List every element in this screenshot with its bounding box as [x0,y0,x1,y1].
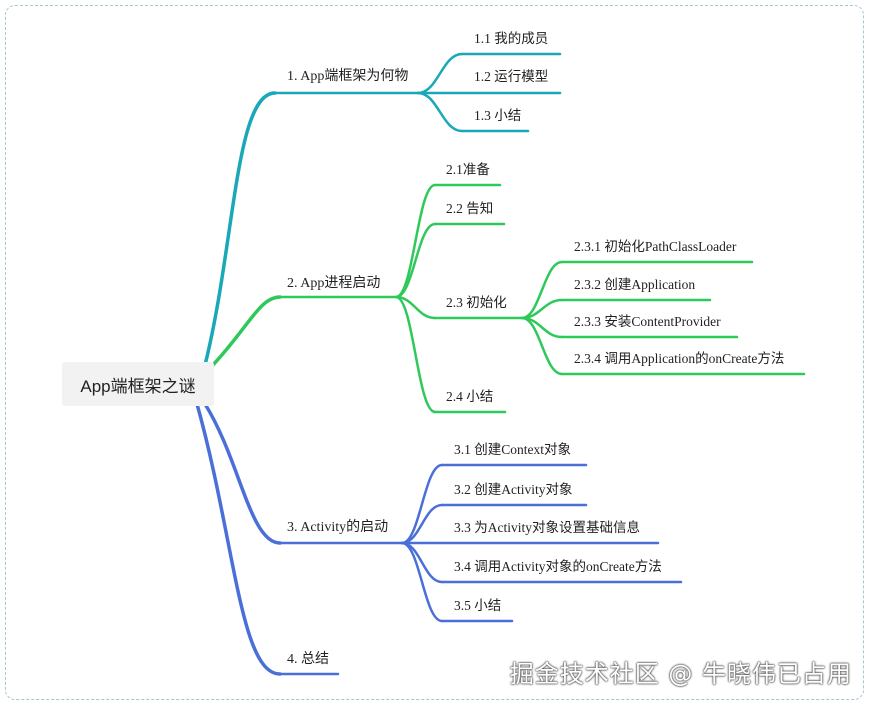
node-1-2[interactable]: 1.2 运行模型 [474,69,549,84]
branch-3-label[interactable]: 3. Activity的启动 [287,520,389,535]
node-3-1[interactable]: 3.1 创建Context对象 [454,442,571,457]
edge-root-3 [203,402,282,545]
diagram-frame [5,5,864,700]
root-node[interactable]: App端框架之谜 [62,362,214,406]
node-3-4[interactable]: 3.4 调用Activity对象的onCreate方法 [454,559,662,574]
node-3-2[interactable]: 3.2 创建Activity对象 [454,482,573,497]
edge-3-2 [400,503,444,545]
node-2-3-1[interactable]: 2.3.1 初始化PathClassLoader [574,239,737,254]
edge-1-3 [416,91,464,133]
node-3-3[interactable]: 3.3 为Activity对象设置基础信息 [454,520,640,535]
edge-3-4 [400,541,444,584]
edge-3-1 [400,463,444,545]
edge-2-1 [394,183,437,299]
node-1-1[interactable]: 1.1 我的成员 [474,31,549,46]
edge-root-4 [195,402,282,676]
watermark: 掘金技术社区 @ 牛晓伟已占用 [509,660,852,688]
edge-1-1 [416,52,464,95]
branch-2-label[interactable]: 2. App进程启动 [287,276,381,291]
node-2-3-2[interactable]: 2.3.2 创建Application [574,277,696,292]
branch-4-label[interactable]: 4. 总结 [287,652,329,667]
node-2-4[interactable]: 2.4 小结 [446,389,494,404]
node-3-5[interactable]: 3.5 小结 [454,598,502,613]
edge-3-5 [400,541,444,623]
node-1-3[interactable]: 1.3 小结 [474,108,522,123]
node-2-3-4[interactable]: 2.3.4 调用Application的onCreate方法 [574,351,785,366]
edge-root-2 [211,295,282,367]
node-2-2[interactable]: 2.2 告知 [446,201,494,216]
edge-2-3-4 [520,316,564,376]
node-2-3[interactable]: 2.3 初始化 [446,295,507,310]
node-2-3-3[interactable]: 2.3.3 安装ContentProvider [574,314,721,329]
node-2-1[interactable]: 2.1准备 [446,162,490,177]
edge-2-4 [394,295,437,414]
edge-2-2 [394,222,437,299]
branch-1-label[interactable]: 1. App端框架为何物 [287,69,409,84]
edge-root-1 [203,91,277,367]
